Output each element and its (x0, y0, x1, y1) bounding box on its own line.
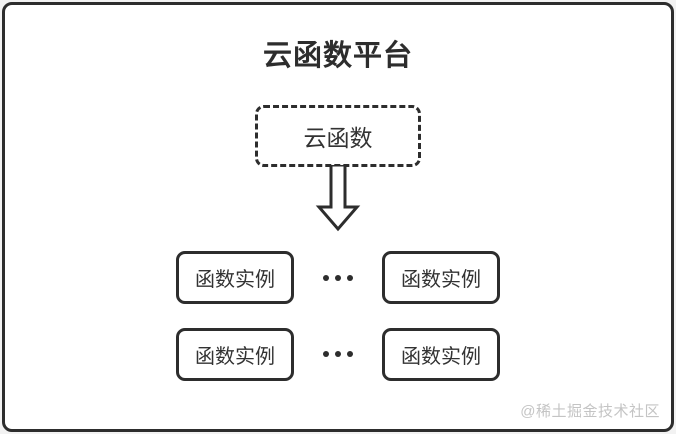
arrow-down-icon (315, 163, 361, 233)
function-instance-node: 函数实例 (382, 328, 500, 381)
dot (335, 275, 341, 281)
function-instance-node: 函数实例 (176, 328, 294, 381)
ellipsis-icon (318, 275, 358, 281)
ellipsis-icon (318, 351, 358, 357)
function-instance-label: 函数实例 (401, 346, 481, 368)
dot (347, 275, 353, 281)
function-instance-node: 函数实例 (382, 251, 500, 304)
cloud-function-node: 云函数 (255, 105, 421, 167)
dot (323, 275, 329, 281)
page-title: 云函数平台 (262, 40, 413, 72)
cloud-function-label: 云函数 (303, 125, 373, 151)
function-instance-label: 函数实例 (195, 269, 275, 291)
watermark: @稀土掘金技术社区 (520, 403, 660, 420)
function-instance-node: 函数实例 (176, 251, 294, 304)
dot (335, 351, 341, 357)
dot (323, 351, 329, 357)
function-instance-label: 函数实例 (195, 346, 275, 368)
function-instance-label: 函数实例 (401, 269, 481, 291)
dot (347, 351, 353, 357)
